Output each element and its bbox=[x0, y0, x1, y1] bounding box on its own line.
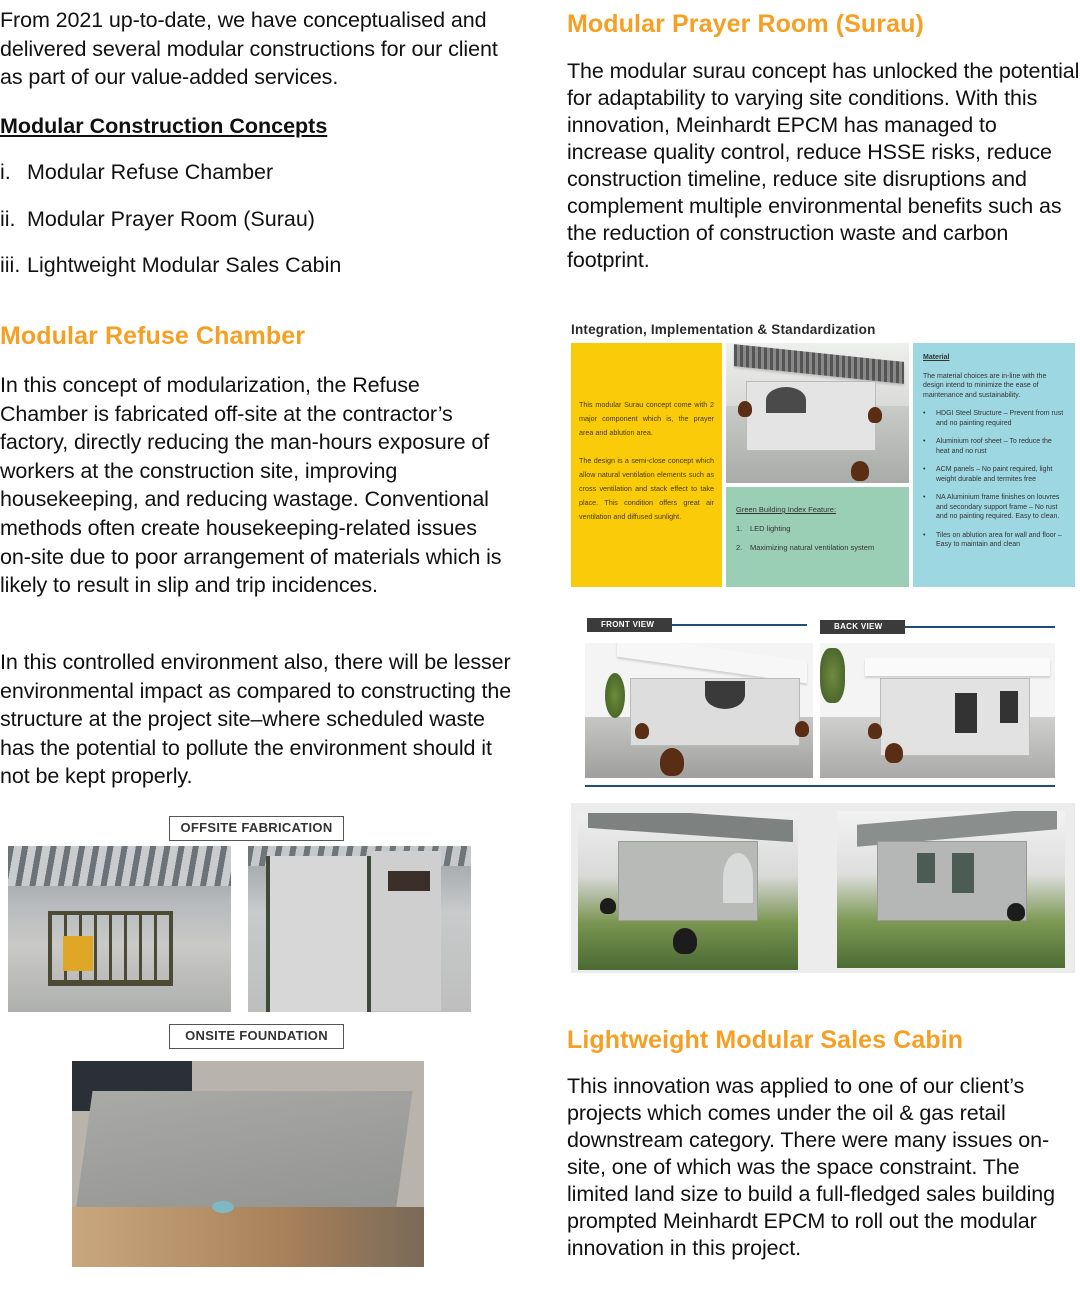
gbi-title: Green Building Index Feature: bbox=[736, 505, 837, 514]
design-text-2: The design is a semi-close concept which… bbox=[579, 456, 714, 521]
prayer-room-paragraph: The modular surau concept has unlocked t… bbox=[567, 59, 1080, 272]
material-panel: Material The material choices are in-lin… bbox=[913, 343, 1075, 587]
motif-panel bbox=[917, 853, 935, 883]
onsite-foundation-caption: ONSITE FOUNDATION bbox=[169, 1024, 344, 1049]
surau-photos-frame bbox=[571, 803, 1075, 973]
pot bbox=[738, 401, 752, 417]
back-view-label: BACK VIEW bbox=[820, 620, 905, 634]
prayer-room-heading: Modular Prayer Room (Surau) bbox=[567, 10, 924, 38]
front-view-label: FRONT VIEW bbox=[587, 618, 672, 632]
design-concept-panel: This modular Surau concept come with 2 m… bbox=[571, 343, 722, 587]
infographic-title: Integration, Implementation & Standardiz… bbox=[571, 322, 876, 337]
material-item: •Tiles on ablution area for wall and flo… bbox=[923, 531, 1062, 549]
pot bbox=[868, 723, 882, 739]
concept-item: ii.Modular Prayer Room (Surau) bbox=[0, 206, 315, 231]
dome-motif bbox=[955, 693, 977, 733]
window-opening bbox=[388, 871, 430, 891]
pot bbox=[600, 898, 616, 914]
pot bbox=[868, 407, 882, 423]
dome-motif bbox=[766, 387, 806, 413]
material-item: •NA Aluminium frame finishes on louvres … bbox=[923, 494, 1060, 520]
surau-photo-back bbox=[837, 811, 1065, 968]
bucket bbox=[212, 1201, 234, 1213]
design-text-1: This modular Surau concept come with 2 m… bbox=[579, 400, 714, 437]
render-roof bbox=[734, 344, 904, 384]
intro-paragraph: From 2021 up-to-date, we have conceptual… bbox=[0, 8, 498, 90]
pot bbox=[635, 723, 649, 739]
surau-photo-front bbox=[578, 813, 798, 970]
dome-motif bbox=[705, 681, 745, 709]
timber-formwork bbox=[72, 1207, 424, 1267]
concepts-list: i.Modular Refuse Chamber ii.Modular Pray… bbox=[0, 158, 520, 279]
material-item: •ACM panels – No paint required, light w… bbox=[923, 466, 1053, 483]
pot bbox=[885, 743, 903, 763]
render-walls bbox=[746, 381, 876, 451]
back-view-render bbox=[820, 643, 1055, 778]
views-bottom-rule bbox=[585, 785, 1055, 787]
offsite-frame-photo bbox=[8, 846, 231, 1012]
sales-cabin-heading: Lightweight Modular Sales Cabin bbox=[567, 1026, 964, 1054]
offsite-fabrication-caption: OFFSITE FABRICATION bbox=[169, 816, 344, 841]
tree bbox=[820, 648, 845, 703]
refuse-chamber-paragraph-1: In this concept of modularization, the R… bbox=[0, 373, 502, 598]
material-item: •HDGI Steel Structure – Prevent from rus… bbox=[923, 410, 1064, 427]
material-title: Material bbox=[923, 354, 950, 361]
front-view-render bbox=[585, 643, 813, 778]
crane-truck bbox=[63, 936, 93, 971]
pot bbox=[851, 461, 869, 481]
gbi-item: 1.LED lighting bbox=[736, 524, 791, 533]
pot bbox=[660, 748, 684, 776]
wall-panel bbox=[266, 856, 371, 1012]
green-building-panel: Green Building Index Feature: 1.LED ligh… bbox=[726, 487, 909, 587]
onsite-foundation-photo bbox=[72, 1061, 424, 1267]
offsite-panel-photo bbox=[248, 846, 471, 1012]
material-item: •Aluminium roof sheet – To reduce the he… bbox=[923, 438, 1052, 455]
gbi-item: 2.Maximizing natural ventilation system bbox=[736, 543, 875, 552]
pot bbox=[1007, 903, 1025, 921]
refuse-chamber-heading: Modular Refuse Chamber bbox=[0, 322, 306, 350]
pot bbox=[795, 721, 809, 737]
concepts-title: Modular Construction Concepts bbox=[0, 114, 328, 138]
render-roof bbox=[865, 658, 1050, 676]
warehouse-roof bbox=[8, 846, 231, 886]
surau-render-image bbox=[726, 343, 909, 483]
refuse-chamber-paragraph-2: In this controlled environment also, the… bbox=[0, 650, 512, 789]
dome-panel bbox=[723, 853, 753, 903]
concept-item: iii.Lightweight Modular Sales Cabin bbox=[0, 253, 342, 277]
dome-motif bbox=[1000, 691, 1018, 723]
tree bbox=[605, 673, 625, 718]
front-view-rule bbox=[672, 624, 807, 626]
photo-roof bbox=[588, 813, 793, 843]
material-intro: The material choices are in-line with th… bbox=[923, 372, 1047, 399]
pot bbox=[673, 928, 697, 954]
back-view-rule bbox=[905, 626, 1055, 628]
sales-cabin-paragraph: This innovation was applied to one of ou… bbox=[567, 1074, 1055, 1260]
concept-item: i.Modular Refuse Chamber bbox=[0, 160, 274, 184]
motif-panel bbox=[952, 853, 974, 893]
